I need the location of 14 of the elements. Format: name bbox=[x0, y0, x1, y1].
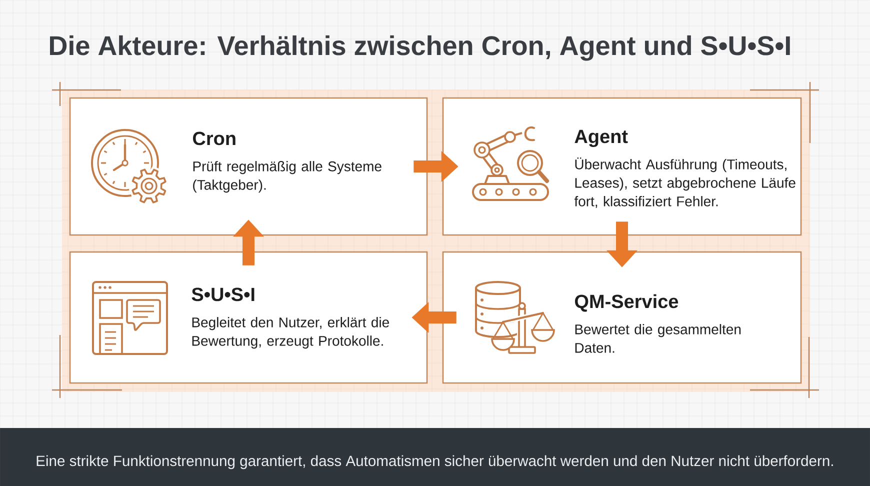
card-text: Prüft regelmäßig alle Systeme (Taktgeber). bbox=[193, 161, 382, 193]
card bbox=[442, 97, 802, 236]
card-title: QM-Service bbox=[575, 294, 678, 312]
card bbox=[69, 251, 428, 384]
card-title: Cron bbox=[193, 132, 236, 146]
card-text: Bewertet die gesammelten Daten. bbox=[575, 324, 741, 353]
card-text: Begleitet den Nutzer, erklärt die Bewertung, erzeugt Protokolle. bbox=[192, 317, 389, 349]
card bbox=[69, 97, 428, 236]
card-text: Überwacht Ausführung (Timeouts, Leases), setzt abgebrochene Läufe fort, klassifiziert Fehler. bbox=[574, 157, 796, 208]
card-title: S•U•S•I bbox=[192, 288, 254, 302]
card-title: Agent bbox=[574, 130, 628, 148]
card bbox=[442, 251, 802, 384]
title: Die Akteure: Verhältnis zwischen Cron, Agent und S•U•S•I bbox=[50, 35, 790, 61]
footer-caption: Eine strikte Funktionstrennung garantiert, dass Automatismen sicher überwacht werden und den Nutzer nicht überfordern. bbox=[0, 428, 870, 486]
